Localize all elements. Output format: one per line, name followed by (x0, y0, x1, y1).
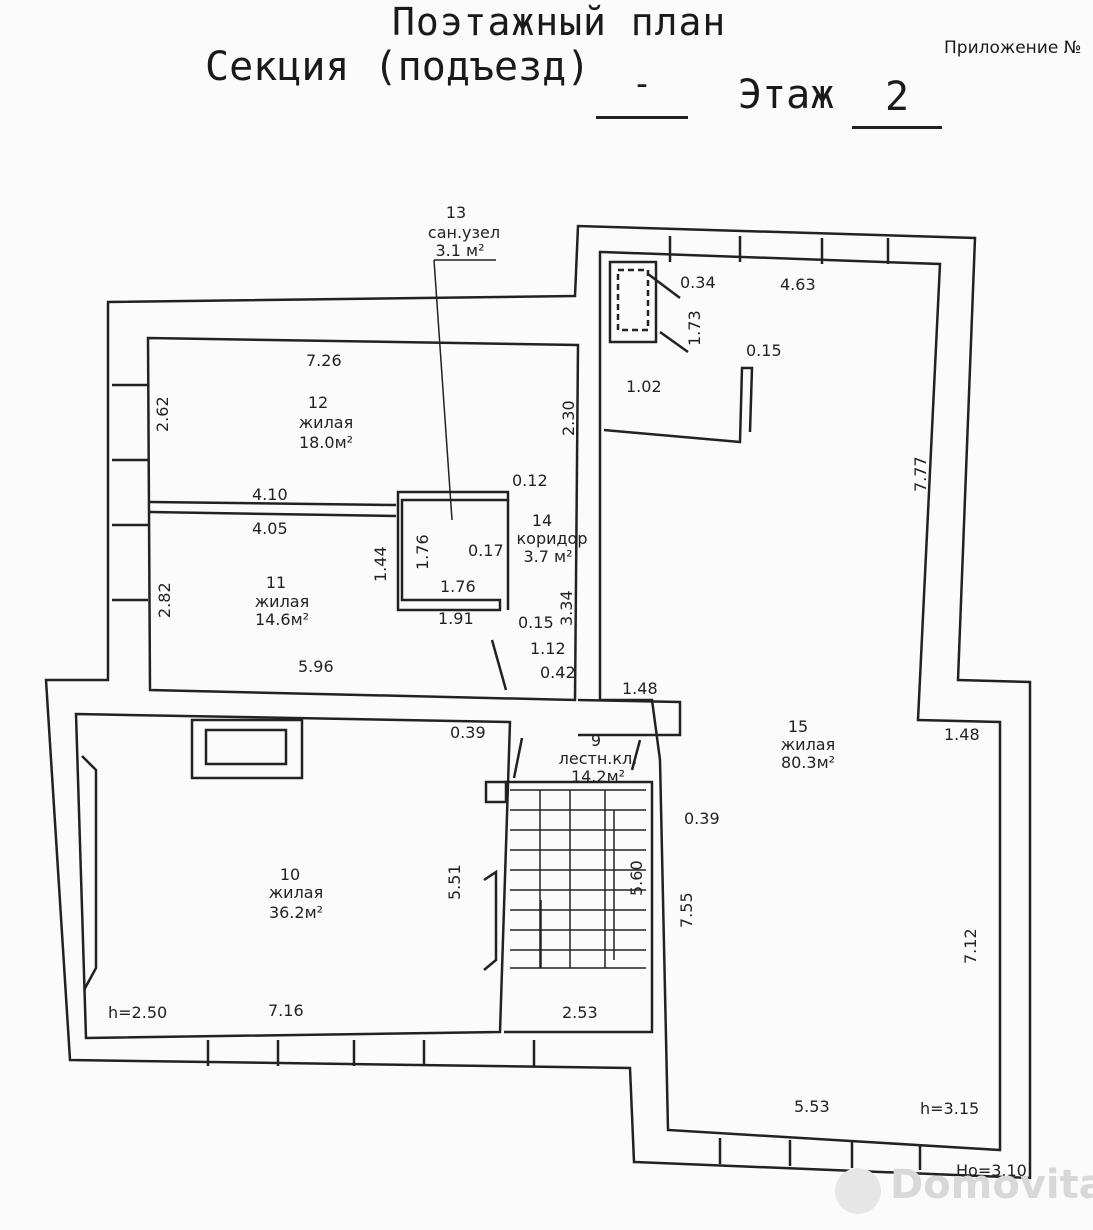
svg-text:80.3м²: 80.3м² (781, 753, 835, 772)
dim-label: 7.55 (677, 892, 696, 928)
dim-label: 5.53 (794, 1097, 830, 1116)
dim-label: 3.34 (557, 590, 576, 626)
dim-label: 7.12 (961, 928, 980, 964)
dim-label: 1.12 (530, 639, 566, 658)
dim-label: 7.16 (268, 1001, 304, 1020)
dim-label: 0.42 (540, 663, 576, 682)
svg-text:жилая: жилая (781, 735, 835, 754)
section-value: - (596, 64, 688, 119)
svg-text:3.7 м²: 3.7 м² (523, 547, 572, 566)
room-13-label: 13 сан.узел 3.1 м² (428, 203, 500, 521)
appendix-label: Приложение № (944, 38, 1082, 58)
svg-text:14.2м²: 14.2м² (571, 767, 625, 786)
dim-label: 0.15 (746, 341, 782, 360)
height-total: Hо=3.10 (956, 1161, 1027, 1180)
dim-label: 0.39 (684, 809, 720, 828)
svg-text:14: 14 (532, 511, 552, 530)
svg-text:18.0м²: 18.0м² (299, 433, 353, 452)
dim-label: 4.05 (252, 519, 288, 538)
dim-label: 7.77 (911, 456, 930, 492)
floor-value: 2 (852, 74, 942, 129)
svg-text:14.6м²: 14.6м² (255, 610, 309, 629)
svg-text:10: 10 (280, 865, 300, 884)
watermark: Domovita (890, 1162, 1093, 1208)
svg-text:9: 9 (591, 731, 601, 750)
dimension-labels: 7.26 2.62 2.30 4.10 4.05 0.12 1.76 1.44 … (108, 273, 1027, 1180)
svg-text:36.2м²: 36.2м² (269, 903, 323, 922)
svg-text:12: 12 (308, 393, 328, 412)
dim-label: 1.48 (622, 679, 658, 698)
height-room10: h=2.50 (108, 1003, 167, 1022)
dim-label: 1.91 (438, 609, 474, 628)
floor-label: Этаж (738, 72, 835, 118)
dim-label: 5.96 (298, 657, 334, 676)
room-10-label: 10 жилая 36.2м² (269, 865, 323, 922)
svg-text:жилая: жилая (269, 883, 323, 902)
dim-label: 0.15 (518, 613, 554, 632)
dim-label: 4.63 (780, 275, 816, 294)
svg-text:лестн.кл.: лестн.кл. (559, 749, 638, 768)
room-14-label: 14 коридор 3.7 м² (516, 511, 587, 566)
dim-label: 1.02 (626, 377, 662, 396)
room-15-label: 15 жилая 80.3м² (781, 717, 835, 772)
dim-label: 1.48 (944, 725, 980, 744)
room-11-label: 11 жилая 14.6м² (255, 573, 309, 629)
svg-text:11: 11 (266, 573, 286, 592)
dim-label: 2.53 (562, 1003, 598, 1022)
room-12-label: 12 жилая 18.0м² (299, 393, 353, 452)
svg-text:жилая: жилая (255, 592, 309, 611)
dim-label: 1.76 (413, 534, 432, 570)
dim-label: 0.12 (512, 471, 548, 490)
svg-text:13: 13 (446, 203, 466, 222)
dim-label: 7.26 (306, 351, 342, 370)
walls (44, 224, 1032, 1180)
height-room15: h=3.15 (920, 1099, 979, 1118)
svg-text:3.1 м²: 3.1 м² (435, 241, 484, 260)
svg-text:коридор: коридор (516, 529, 587, 548)
dim-label: 0.39 (450, 723, 486, 742)
dim-label: 0.34 (680, 273, 716, 292)
svg-text:жилая: жилая (299, 413, 353, 432)
dim-label: 1.44 (371, 546, 390, 582)
dim-label: 2.30 (559, 400, 578, 436)
room-9-label: 9 лестн.кл. 14.2м² (559, 731, 638, 786)
dim-label: 1.76 (440, 577, 476, 596)
section-label: Секция (подъезд) (205, 44, 591, 90)
dim-label: 2.82 (155, 582, 174, 618)
svg-text:15: 15 (788, 717, 808, 736)
dim-label: 5.60 (627, 860, 646, 896)
watermark-logo-icon (835, 1168, 881, 1214)
dim-label: 5.51 (445, 864, 464, 900)
svg-text:сан.узел: сан.узел (428, 223, 500, 242)
staircase-steps (510, 789, 646, 969)
plan-title: Поэтажный план (392, 0, 727, 44)
dim-label: 2.62 (153, 396, 172, 432)
dim-label: 0.17 (468, 541, 504, 560)
dim-label: 4.10 (252, 485, 288, 504)
dim-label: 1.73 (685, 310, 704, 346)
